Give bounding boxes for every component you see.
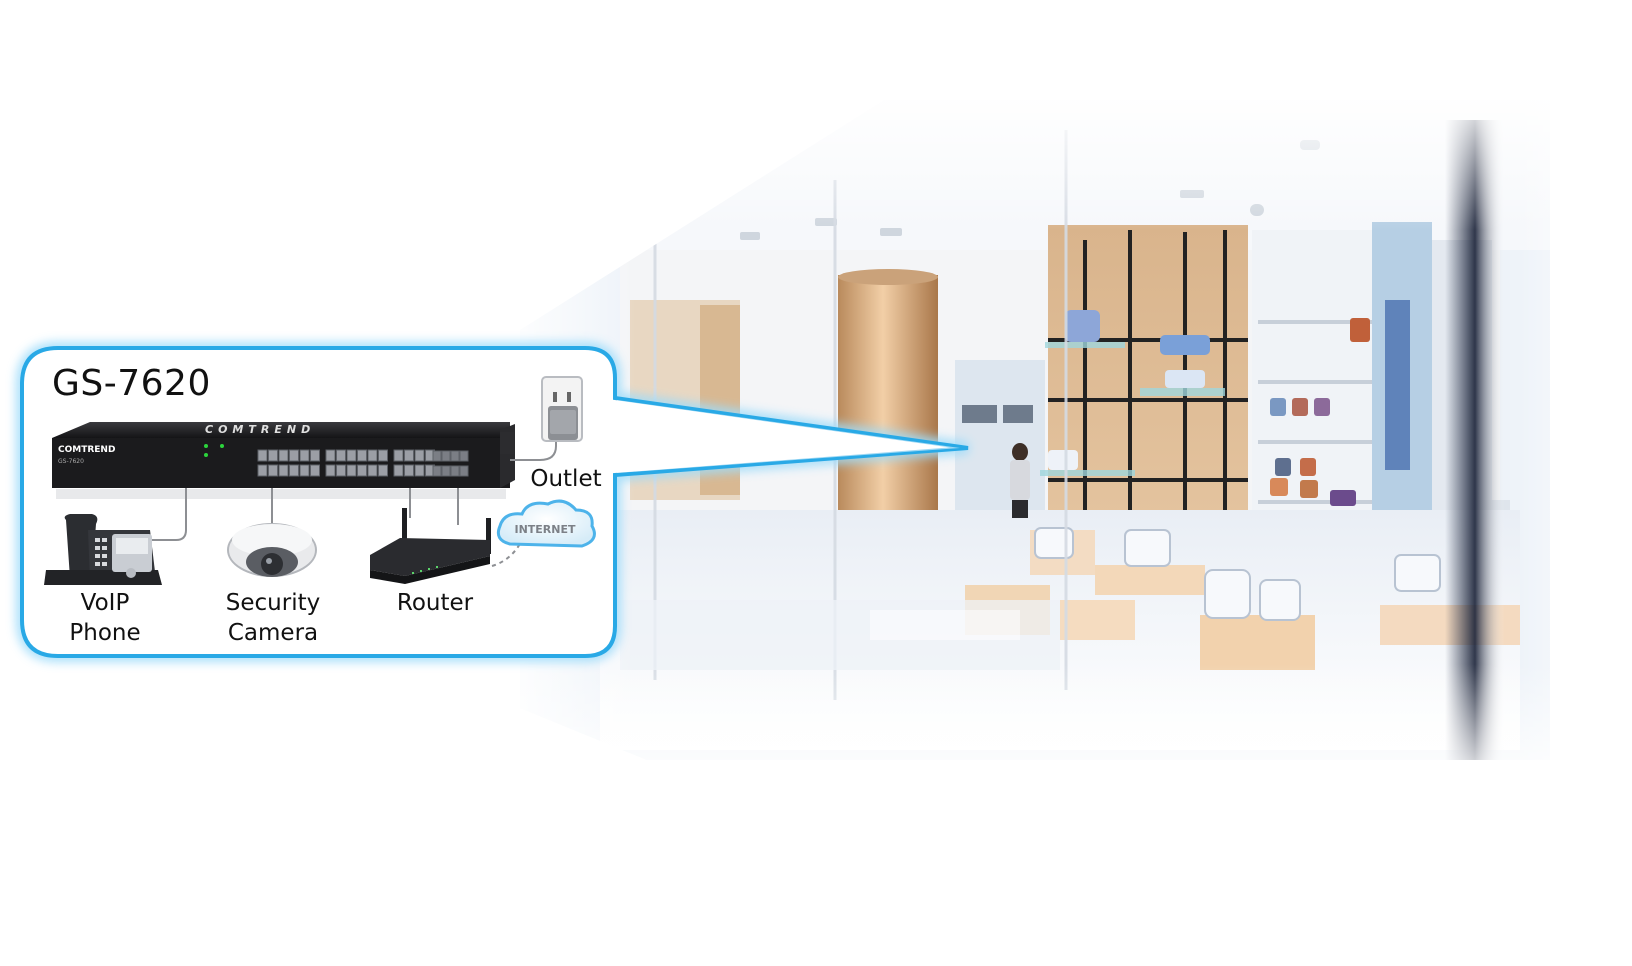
- switch-port: [367, 464, 378, 477]
- switch-port: [459, 465, 469, 477]
- switch-port: [378, 449, 388, 462]
- switch-port: [450, 450, 460, 462]
- switch-port: [414, 449, 425, 462]
- switch-port: [278, 464, 289, 477]
- switch-port: [325, 464, 336, 477]
- switch-port: [378, 464, 388, 477]
- switch-port: [325, 449, 336, 462]
- switch-port: [268, 464, 278, 477]
- network-switch: COMTREND GS-7620 COMTREND: [52, 422, 515, 499]
- switch-port: [299, 464, 310, 477]
- switch-port: [346, 449, 357, 462]
- switch-port: [278, 449, 289, 462]
- voip-label-line1: VoIP: [80, 590, 130, 616]
- connection-cables: [150, 440, 557, 541]
- switch-port: [404, 449, 414, 462]
- power-outlet: [541, 376, 583, 442]
- router-label: Router: [396, 590, 474, 616]
- switch-port: [432, 465, 442, 477]
- switch-model-small: GS-7620: [58, 458, 84, 465]
- security-camera-device: [227, 523, 317, 577]
- cloud-label: INTERNET: [514, 523, 576, 536]
- switch-top-brand: COMTREND: [205, 423, 315, 436]
- switch-port: [336, 449, 346, 462]
- switch-port: [268, 449, 278, 462]
- camera-label-line1: Security: [225, 590, 321, 616]
- model-title: GS-7620: [52, 363, 211, 404]
- switch-port: [404, 464, 414, 477]
- switch-port: [432, 450, 442, 462]
- router-device: [370, 508, 491, 584]
- switch-brand-label: COMTREND: [58, 445, 115, 455]
- switch-port: [450, 465, 460, 477]
- switch-port: [357, 464, 367, 477]
- outlet-label: Outlet: [530, 466, 602, 492]
- voip-phone-device: [44, 514, 162, 585]
- switch-port: [441, 450, 451, 462]
- switch-port: [299, 449, 310, 462]
- switch-port: [393, 464, 404, 477]
- switch-port: [336, 464, 346, 477]
- camera-label-line2: Camera: [227, 620, 319, 646]
- switch-port: [289, 449, 299, 462]
- switch-port: [257, 449, 268, 462]
- switch-port: [357, 449, 367, 462]
- switch-port: [367, 449, 378, 462]
- switch-port: [393, 449, 404, 462]
- switch-port: [310, 464, 320, 477]
- switch-port: [257, 464, 268, 477]
- switch-port: [289, 464, 299, 477]
- switch-port: [459, 450, 469, 462]
- switch-port: [441, 465, 451, 477]
- switch-port: [414, 464, 425, 477]
- voip-label-line2: Phone: [69, 620, 141, 646]
- internet-link: [491, 539, 523, 567]
- internet-cloud: INTERNET: [496, 499, 596, 548]
- switch-port: [310, 449, 320, 462]
- switch-port: [346, 464, 357, 477]
